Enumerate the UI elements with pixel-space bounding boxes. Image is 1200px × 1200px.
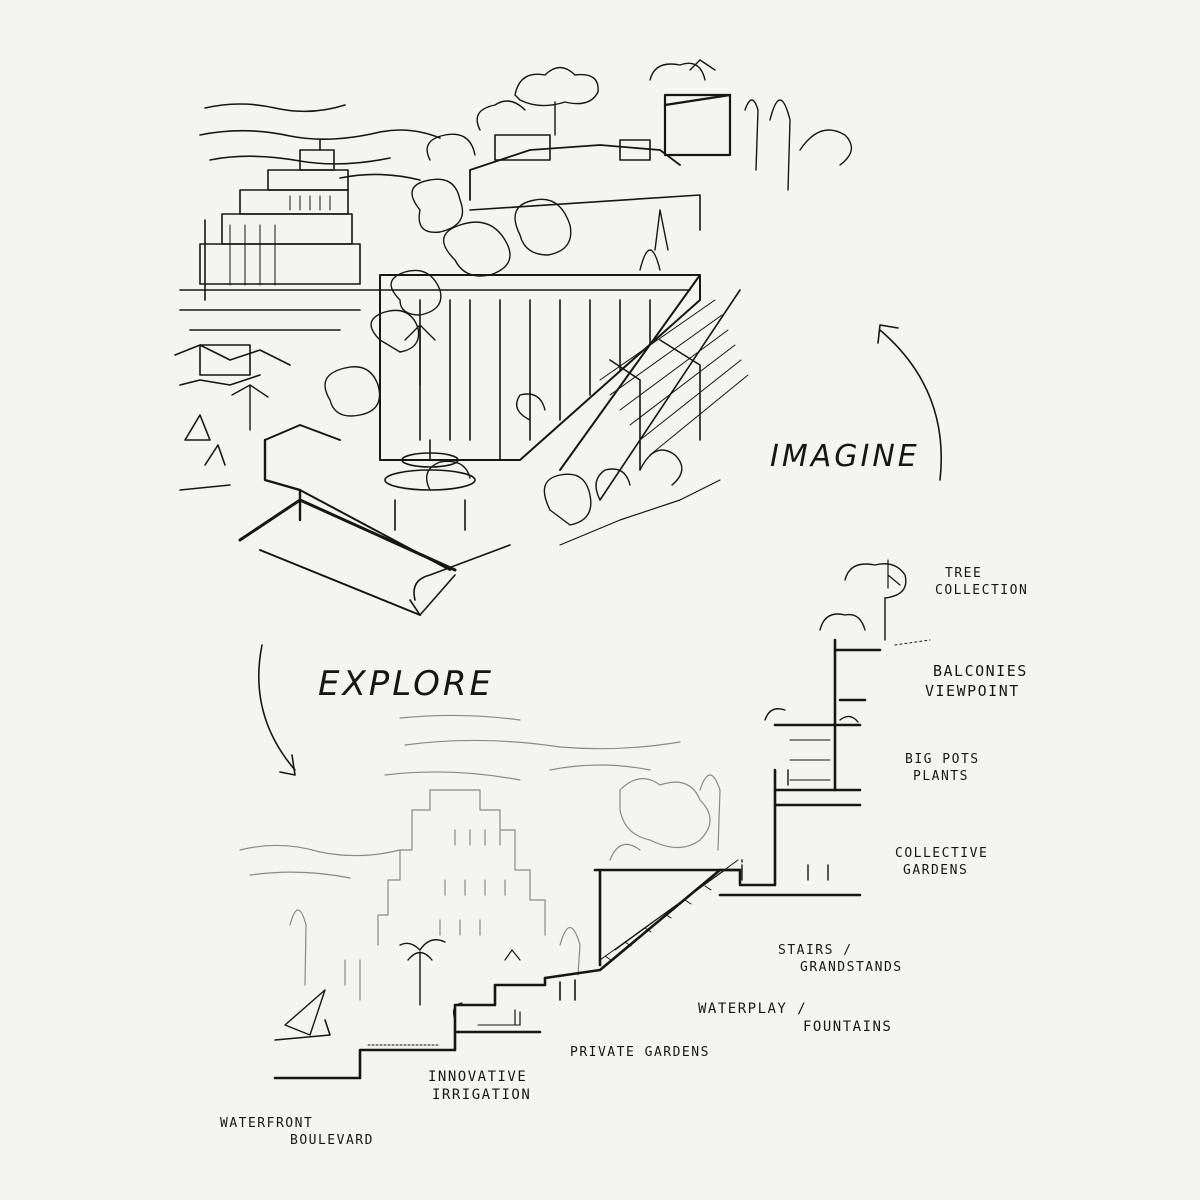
explore-arrow-icon (258, 644, 296, 776)
label-innovative-irrigation: INNOVATIVE IRRIGATION (428, 1069, 532, 1104)
section-ziggurat (289, 774, 721, 1001)
label-collective-gardens: COLLECTIVE GARDENS (895, 846, 989, 878)
label-big-pots-plants: BIG POTS PLANTS (905, 752, 980, 784)
section-drawing (239, 559, 931, 1080)
aerial-garden-drawing (174, 59, 853, 616)
imagine-arrow-icon (877, 324, 943, 481)
imagine-heading: IMAGINE (770, 439, 920, 474)
people-figures (741, 769, 829, 881)
label-private-gardens: PRIVATE GARDENS (570, 1045, 710, 1060)
ziggurat-tower (199, 139, 361, 301)
label-tree-collection: TREE COLLECTION (935, 566, 1029, 598)
fountain (384, 439, 476, 531)
garden-terrace (238, 274, 749, 616)
palm-tree-icon (399, 939, 446, 1006)
terraced-section-profile (273, 638, 882, 1080)
label-stairs-grandstands: STAIRS / GRANDSTANDS (778, 943, 903, 975)
label-waterplay-fountains: WATERPLAY / FOUNTAINS (698, 1001, 893, 1036)
tree-canopy (231, 59, 853, 526)
hilltop-temples (469, 93, 732, 231)
explore-heading: EXPLORE (318, 664, 495, 704)
sailboat-icon (274, 989, 331, 1041)
label-waterfront-boulevard: WATERFRONT BOULEVARD (220, 1116, 374, 1148)
label-balconies-viewpoint: BALCONIES VIEWPOINT (925, 662, 1028, 700)
